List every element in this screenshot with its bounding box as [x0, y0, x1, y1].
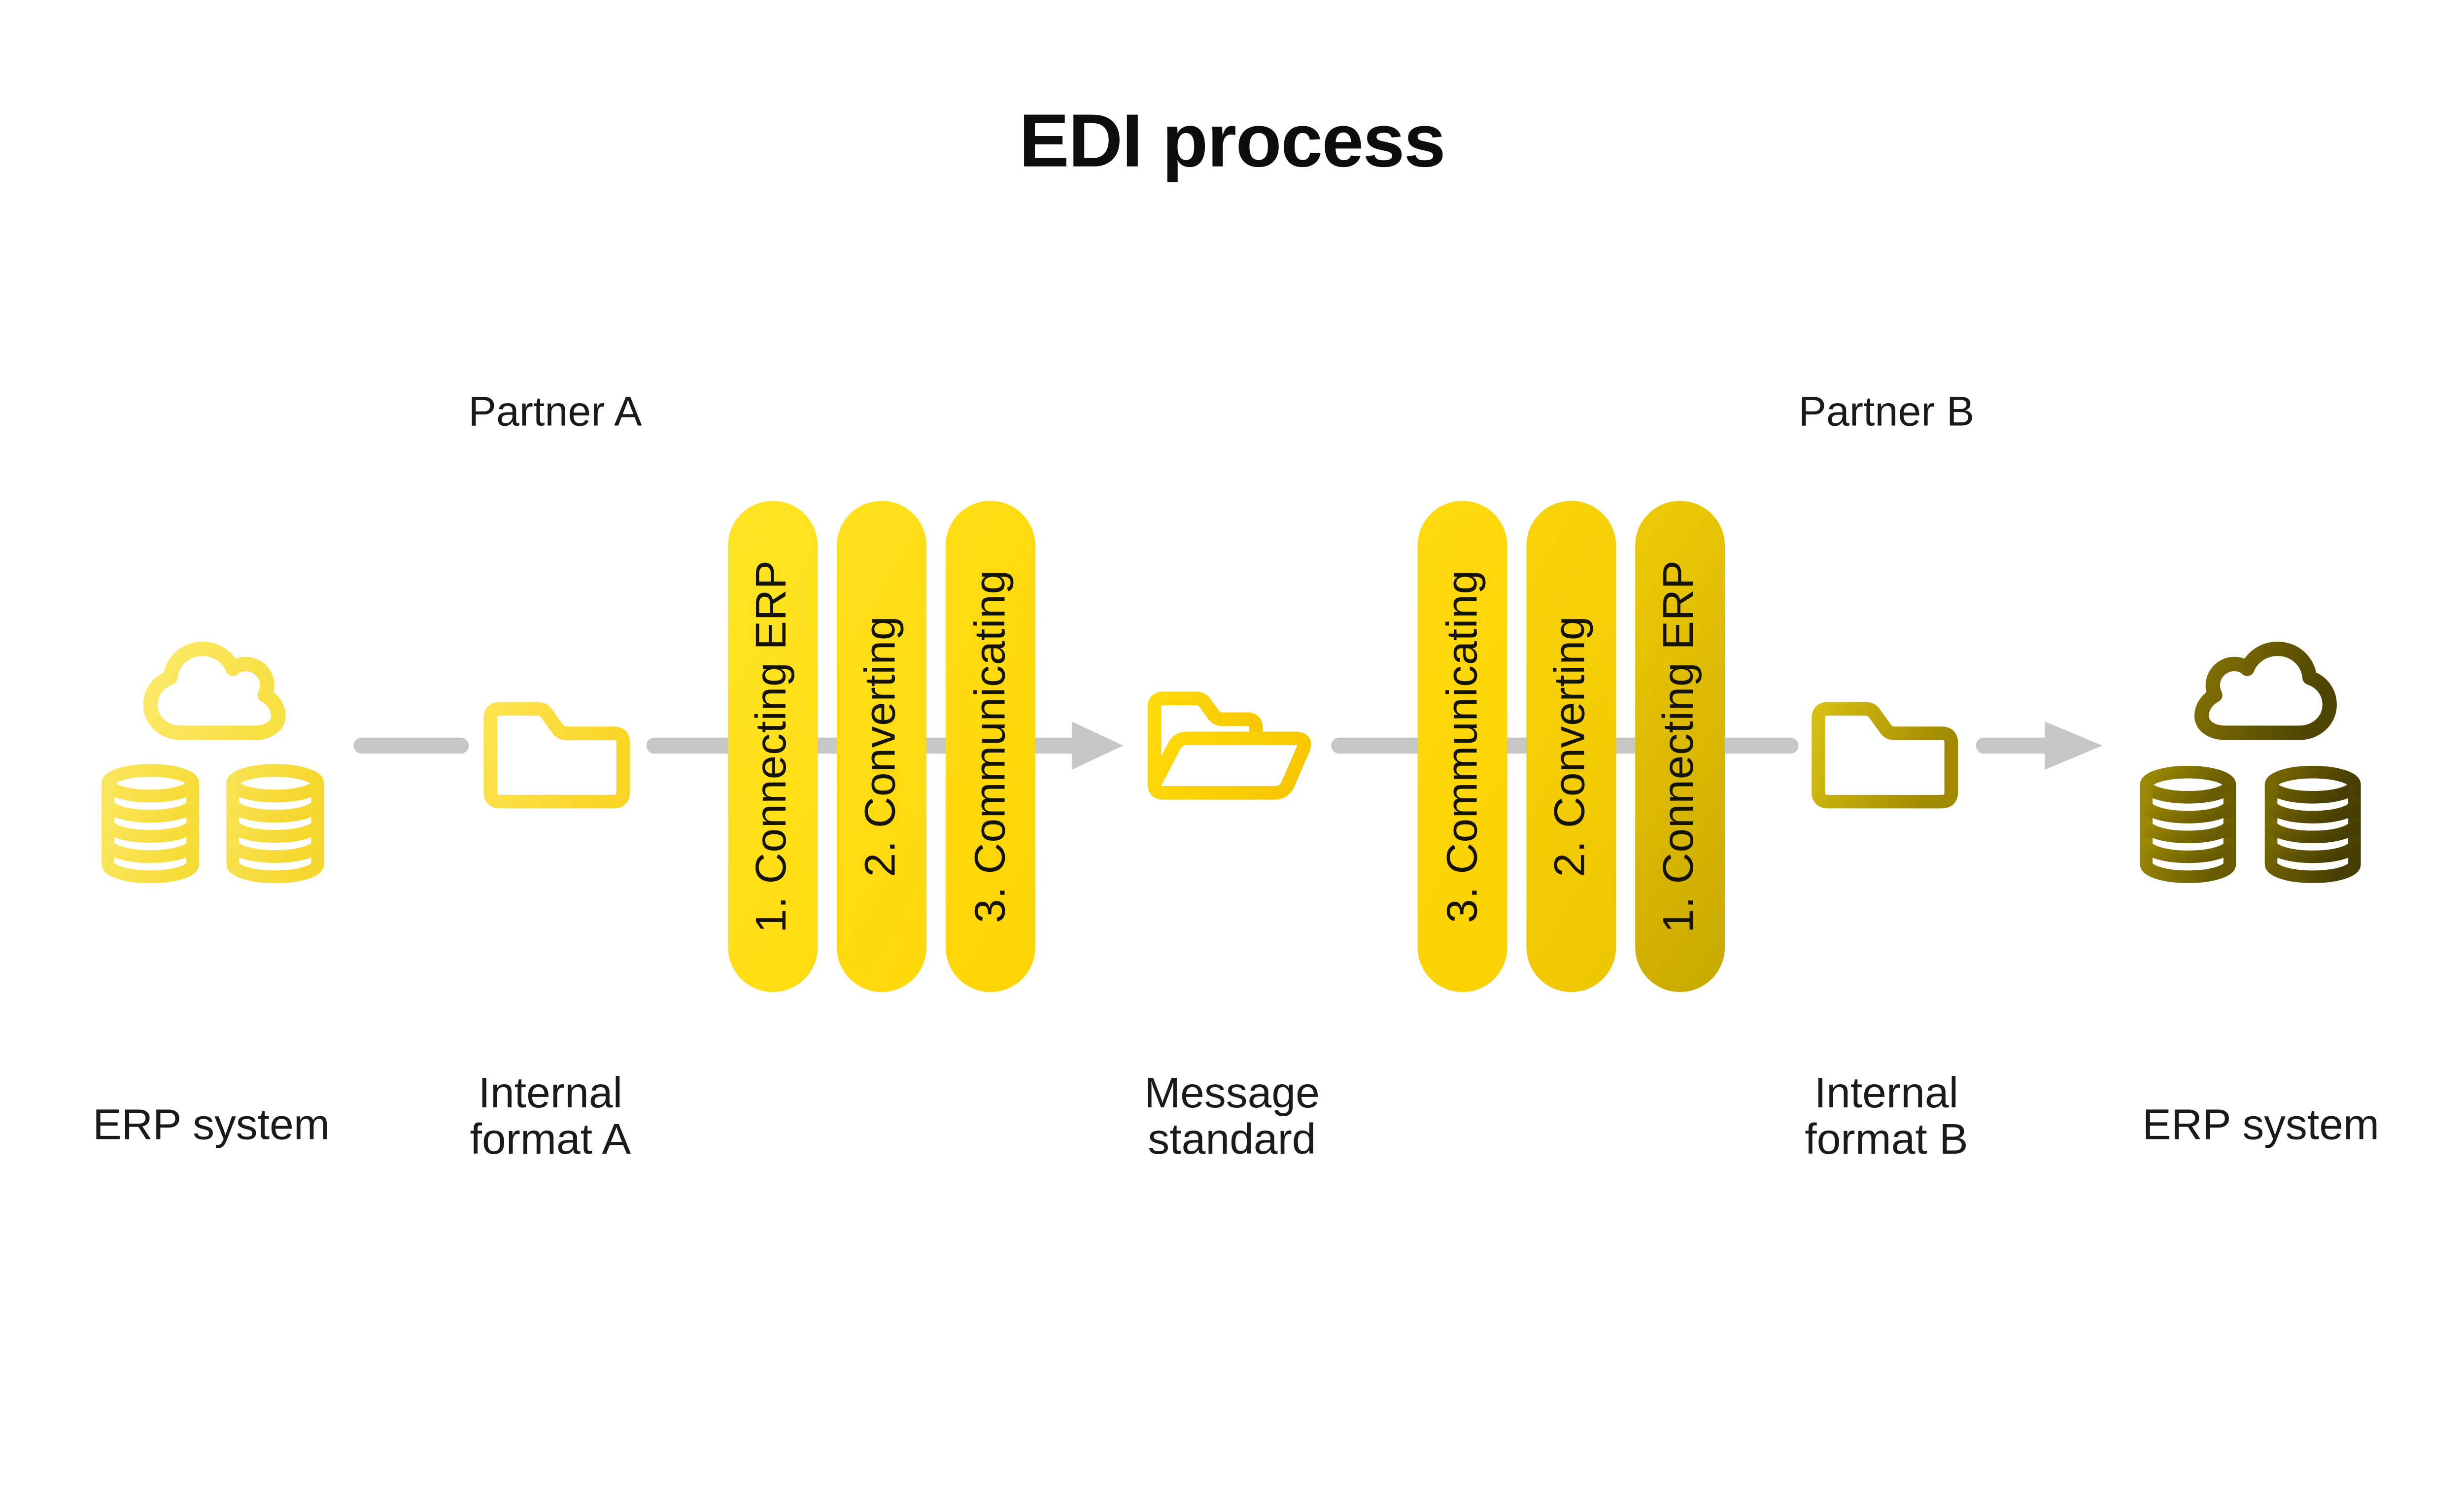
folder-icon — [483, 694, 631, 810]
step-pill-connecting-erp-b: 1. Connecting ERP — [1635, 501, 1725, 992]
partner-b-label: Partner B — [1798, 387, 1975, 436]
partner-a-label: Partner A — [468, 387, 642, 436]
internal-format-a-label: Internal format A — [470, 1068, 631, 1164]
step-pill-communicating-a: 3. Communicating — [945, 501, 1035, 992]
folder-icon — [1811, 694, 1958, 810]
message-standard-label: Message standard — [1144, 1068, 1320, 1164]
database-icon — [2139, 763, 2237, 887]
arrowhead-icon — [1072, 721, 1124, 770]
step-pill-converting-b: 2. Converting — [1526, 501, 1616, 992]
page-title: EDI process — [1019, 98, 1446, 183]
cloud-icon — [2193, 640, 2337, 743]
internal-format-b-label: Internal format B — [1805, 1068, 1968, 1164]
step-pill-connecting-erp-a: 1. Connecting ERP — [728, 501, 818, 992]
step-pill-communicating-b: 3. Communicating — [1417, 501, 1507, 992]
flow-connectors — [353, 721, 2103, 770]
database-icon — [2264, 763, 2361, 887]
open-folder-icon — [1147, 685, 1315, 800]
step-pill-converting-a: 2. Converting — [837, 501, 926, 992]
erp-system-a-label: ERP system — [93, 1100, 330, 1149]
database-icon — [101, 763, 200, 885]
edi-process-diagram: EDI process Partner A Partner B — [93, 98, 2379, 1164]
cloud-icon — [142, 641, 286, 741]
arrowhead-icon — [2045, 721, 2103, 770]
erp-system-b-label: ERP system — [2142, 1100, 2379, 1149]
database-icon — [226, 763, 325, 885]
